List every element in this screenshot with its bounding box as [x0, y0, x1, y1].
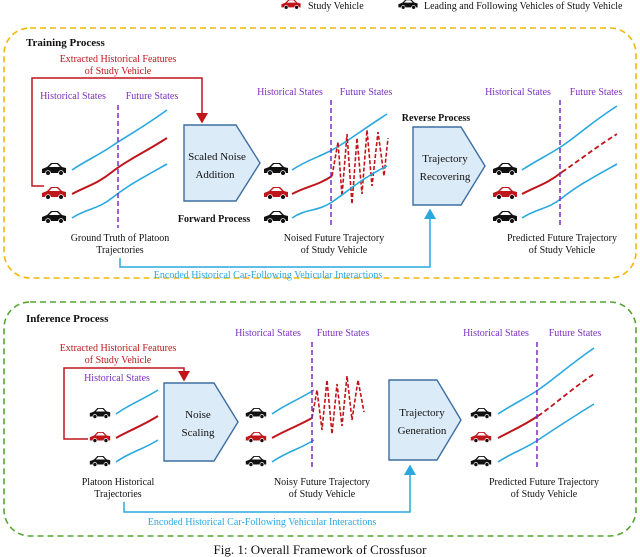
training-encoded-arrow	[119, 208, 436, 268]
inference-pred-caption-line2: of Study Vehicle	[511, 489, 578, 500]
training-panel: Training Process Extracted Historical Fe…	[3, 27, 637, 281]
platoon-caption-line2: Trajectories	[94, 489, 142, 500]
pred-caption-line2: of Study Vehicle	[529, 245, 596, 256]
other-vehicles-icon	[398, 0, 418, 10]
generation-line1: Trajectory	[399, 407, 445, 419]
car-following-icon	[263, 210, 289, 224]
training-extracted-arrow	[31, 77, 208, 187]
gt-caption-line2: Trajectories	[96, 245, 144, 256]
scaled-noise-line2: Addition	[195, 169, 235, 181]
training-extracted-line1: Extracted Historical Features	[60, 54, 177, 65]
predicted-trajectories	[521, 105, 618, 219]
generation-line2: Generation	[398, 425, 447, 437]
car-following-icon	[245, 455, 267, 467]
car-study-icon	[263, 186, 289, 200]
training-future-label-2: Future States	[340, 87, 393, 98]
platoon-caption-line1: Platoon Historical	[82, 477, 155, 488]
training-historical-label-2: Historical States	[257, 87, 323, 98]
recover-line1: Trajectory	[422, 153, 468, 165]
inference-historical-label-1: Historical States	[84, 373, 150, 384]
training-encoded-label: Encoded Historical Car-Following Vehicul…	[154, 270, 383, 281]
noise-scaling-block	[163, 382, 239, 462]
scaled-noise-addition-block	[183, 124, 261, 202]
inference-future-label-2: Future States	[317, 328, 370, 339]
inference-encoded-arrow	[123, 464, 416, 513]
noisy-trajectories	[271, 375, 365, 463]
inference-title: Inference Process	[26, 313, 109, 325]
car-study-icon	[41, 186, 67, 200]
inference-extracted-line1: Extracted Historical Features	[60, 343, 177, 354]
inference-extracted-arrow	[63, 367, 190, 440]
recover-line2: Recovering	[420, 171, 471, 183]
trajectory-generation-block	[388, 379, 462, 461]
legend-other-label: Leading and Following Vehicles of Study …	[424, 1, 623, 12]
car-leading-icon	[41, 162, 67, 176]
training-extracted-line2: of Study Vehicle	[85, 66, 152, 77]
training-title: Training Process	[26, 37, 105, 49]
inference-extracted-line2: of Study Vehicle	[85, 355, 152, 366]
ground-truth-trajectories	[71, 109, 168, 219]
car-leading-icon	[263, 162, 289, 176]
training-future-label-1: Future States	[126, 91, 179, 102]
car-leading-icon	[492, 162, 518, 176]
trajectory-recovering-block	[412, 126, 486, 206]
car-following-icon	[492, 210, 518, 224]
platoon-historical-trajectories	[115, 389, 159, 463]
car-study-icon	[492, 186, 518, 200]
inference-border	[3, 301, 637, 537]
car-leading-icon	[470, 407, 492, 419]
figure-caption: Fig. 1: Overall Framework of Crossfusor	[213, 542, 427, 557]
legend: Study Vehicle Leading and Following Vehi…	[281, 0, 623, 12]
scaled-noise-line1: Scaled Noise	[188, 151, 246, 163]
car-study-icon	[245, 431, 267, 443]
legend-study-label: Study Vehicle	[308, 1, 364, 12]
car-following-icon	[470, 455, 492, 467]
training-historical-label-3: Historical States	[485, 87, 551, 98]
training-border	[3, 27, 637, 279]
inference-encoded-label: Encoded Historical Car-Following Vehicul…	[148, 517, 377, 528]
reverse-process-label: Reverse Process	[402, 113, 471, 124]
inference-historical-label-2: Historical States	[235, 328, 301, 339]
study-vehicle-icon	[281, 0, 301, 10]
noised-trajectories	[291, 113, 389, 219]
noise-line1: Noise	[185, 409, 211, 421]
training-future-label-3: Future States	[570, 87, 623, 98]
noisy-caption-line1: Noisy Future Trajectory	[274, 477, 370, 488]
gt-caption-line1: Ground Truth of Platoon	[71, 233, 170, 244]
car-study-icon	[470, 431, 492, 443]
car-leading-icon	[89, 407, 111, 419]
car-following-icon	[89, 455, 111, 467]
forward-process-label: Forward Process	[178, 214, 250, 225]
noised-caption-line1: Noised Future Trajectory	[284, 233, 385, 244]
car-leading-icon	[245, 407, 267, 419]
noise-line2: Scaling	[182, 427, 215, 439]
car-following-icon	[41, 210, 67, 224]
inference-panel: Inference Process Extracted Historical F…	[3, 301, 637, 537]
noised-caption-line2: of Study Vehicle	[301, 245, 368, 256]
pred-caption-line1: Predicted Future Trajectory	[507, 233, 617, 244]
inference-pred-caption-line1: Predicted Future Trajectory	[489, 477, 599, 488]
inference-historical-label-3: Historical States	[463, 328, 529, 339]
training-historical-label-1: Historical States	[40, 91, 106, 102]
inference-future-label-3: Future States	[549, 328, 602, 339]
noisy-caption-line2: of Study Vehicle	[289, 489, 356, 500]
car-study-icon	[89, 431, 111, 443]
inference-predicted-trajectories	[497, 347, 595, 463]
